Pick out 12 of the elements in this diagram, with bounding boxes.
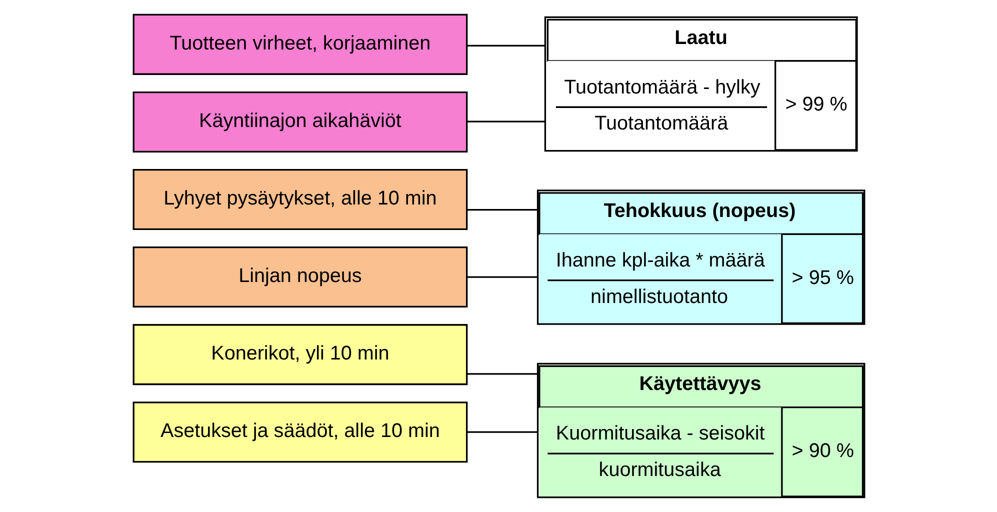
node-box: Käyntiinajon aikahäviöt: [132, 91, 468, 152]
node-box: Asetukset ja säädöt, alle 10 min: [132, 402, 468, 463]
connector: [466, 276, 537, 278]
connector: [466, 44, 545, 46]
connector: [466, 431, 537, 433]
connector: [466, 208, 537, 211]
node-box: Lyhyet pysäytykset, alle 10 min: [132, 168, 468, 230]
connector: [466, 373, 537, 375]
node-box: Tuotteen virheet, korjaaminen: [132, 14, 468, 75]
connector: [466, 120, 545, 122]
node-box: Linjan nopeus: [132, 246, 468, 308]
node-box: Konerikot, yli 10 min: [132, 324, 468, 386]
